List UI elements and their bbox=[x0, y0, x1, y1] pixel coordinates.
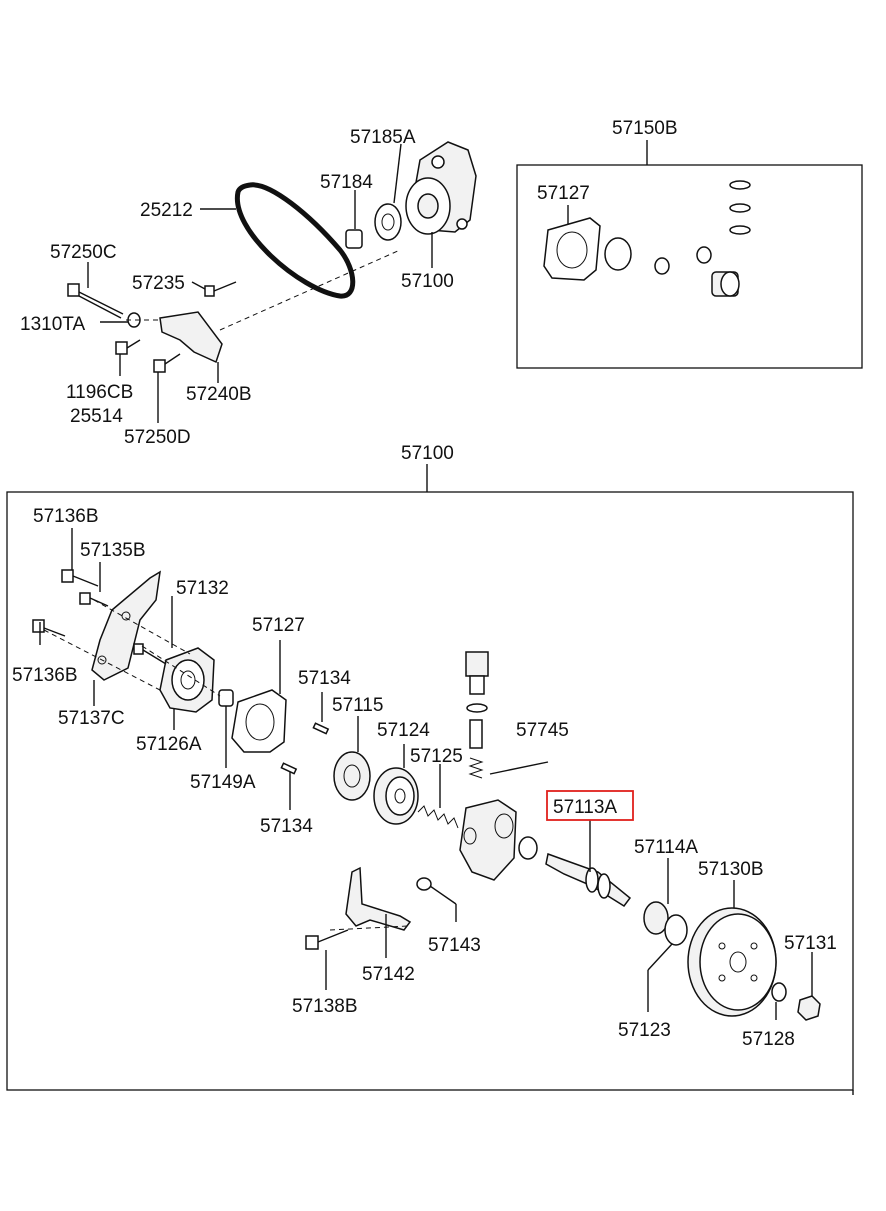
bracket-57240B bbox=[159, 311, 223, 364]
label-57124: 57124 bbox=[377, 720, 430, 741]
pulley-57130B bbox=[687, 907, 777, 1017]
label-57128: 57128 bbox=[742, 1029, 795, 1050]
bolt-57132 bbox=[133, 643, 167, 665]
nut-57131 bbox=[797, 995, 821, 1021]
label-25212: 25212 bbox=[140, 200, 193, 221]
label-57100-main: 57100 bbox=[401, 443, 454, 464]
return-pipe-57142 bbox=[345, 866, 412, 931]
cam-ring-57115 bbox=[333, 751, 371, 801]
label-57240B: 57240B bbox=[186, 384, 252, 405]
label-57127: 57127 bbox=[252, 615, 305, 636]
label-57131: 57131 bbox=[784, 933, 837, 954]
label-57113A: 57113A bbox=[553, 797, 617, 818]
label-57184: 57184 bbox=[320, 172, 373, 193]
seal-ring-3 bbox=[729, 225, 751, 235]
label-1196CB: 1196CB bbox=[66, 382, 133, 403]
bolt-57250C bbox=[67, 283, 124, 319]
label-57127-kit: 57127 bbox=[537, 183, 590, 204]
label-57115: 57115 bbox=[332, 695, 383, 716]
label-57149A: 57149A bbox=[190, 772, 256, 793]
label-57100-top: 57100 bbox=[401, 271, 454, 292]
bolt-57138B bbox=[305, 929, 349, 950]
label-57142: 57142 bbox=[362, 964, 415, 985]
o-ring-large bbox=[604, 237, 632, 271]
o-ring-57143 bbox=[416, 877, 432, 891]
label-57185A: 57185A bbox=[350, 127, 416, 148]
seal-ring-2 bbox=[729, 203, 751, 213]
label-57138B: 57138B bbox=[292, 996, 358, 1017]
pin-57134-b bbox=[280, 762, 298, 775]
gasket-kit bbox=[543, 217, 601, 281]
label-57134-a: 57134 bbox=[298, 668, 351, 689]
pump-assembly-top bbox=[405, 141, 477, 235]
bolt-57136B-left bbox=[32, 619, 66, 637]
spring-57125 bbox=[417, 805, 459, 829]
label-57136B-b: 57136B bbox=[12, 665, 78, 686]
rotor-57124 bbox=[373, 767, 419, 825]
label-57134-b: 57134 bbox=[260, 816, 313, 837]
label-57250D: 57250D bbox=[124, 427, 191, 448]
drive-shaft-57113A bbox=[545, 852, 632, 908]
label-25514: 25514 bbox=[70, 406, 123, 427]
label-57250C: 57250C bbox=[50, 242, 117, 263]
label-57123: 57123 bbox=[618, 1020, 671, 1041]
label-57135B: 57135B bbox=[80, 540, 146, 561]
label-57126A: 57126A bbox=[136, 734, 202, 755]
nut-57184 bbox=[345, 229, 363, 249]
label-57137C: 57137C bbox=[58, 708, 125, 729]
bolt-57135B bbox=[79, 592, 109, 607]
seal-ring-1 bbox=[729, 180, 751, 190]
pulley-hub bbox=[374, 203, 402, 241]
bolt-57136B-top bbox=[61, 569, 99, 587]
top-assembly: 57185A 57184 25212 57250C 57235 57100 13… bbox=[20, 127, 477, 448]
seal-kit-box: 57150B 57127 bbox=[516, 118, 863, 369]
label-57114A: 57114A bbox=[634, 837, 698, 858]
o-ring-small bbox=[654, 257, 670, 275]
pump-exploded-box: 57100 bbox=[6, 443, 854, 1095]
washer-57128 bbox=[771, 982, 787, 1002]
bushing-57149A bbox=[218, 689, 234, 707]
bolt-57250D bbox=[153, 353, 181, 373]
label-57235: 57235 bbox=[132, 273, 185, 294]
label-57143: 57143 bbox=[428, 935, 481, 956]
oil-seal-57114A bbox=[643, 901, 669, 935]
label-57125: 57125 bbox=[410, 746, 463, 767]
bolt-1196CB bbox=[115, 339, 141, 355]
drive-belt bbox=[234, 182, 356, 299]
flow-control-valve-57745 bbox=[465, 651, 489, 779]
label-57136B-a: 57136B bbox=[33, 506, 99, 527]
label-57132: 57132 bbox=[176, 578, 229, 599]
pump-housing bbox=[459, 799, 517, 881]
label-57130B: 57130B bbox=[698, 859, 764, 880]
o-ring-mid bbox=[696, 246, 712, 264]
pin-57134-a bbox=[312, 722, 330, 735]
highlight-box-57113A bbox=[546, 790, 634, 821]
o-ring-57123 bbox=[664, 914, 688, 946]
ring-small bbox=[518, 836, 538, 860]
rear-cover-57126A bbox=[159, 647, 215, 713]
label-57745: 57745 bbox=[516, 720, 569, 741]
label-1310TA: 1310TA bbox=[20, 314, 85, 335]
oil-seal bbox=[711, 271, 740, 297]
bolt-57235 bbox=[204, 281, 237, 297]
label-57150B: 57150B bbox=[612, 118, 678, 139]
gasket-57127 bbox=[231, 689, 287, 753]
